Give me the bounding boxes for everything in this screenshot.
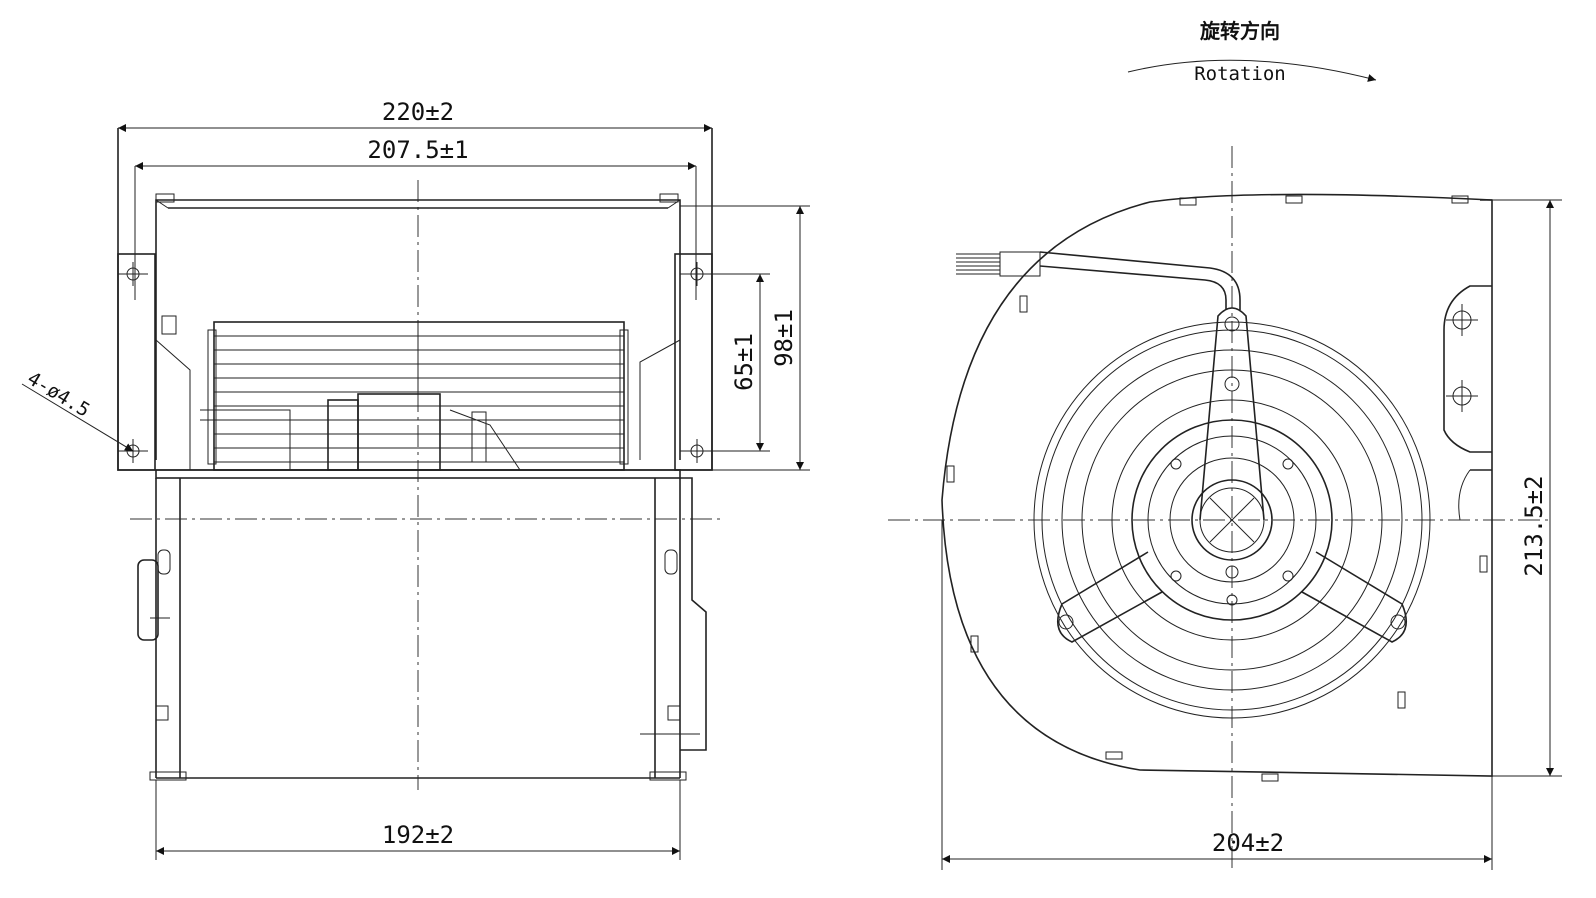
scroll-housing xyxy=(941,193,1493,777)
dim-mounting-holes: 4-ø4.5 xyxy=(23,367,93,421)
dim-front-height: 213.5±2 xyxy=(1520,475,1548,576)
housing-body xyxy=(137,469,707,781)
mounting-hole-marks xyxy=(118,262,712,463)
rotation-label-cn: 旋转方向 xyxy=(1199,19,1280,43)
side-view: 220±2 207.5±1 192±2 65±1 98±1 4-ø4.5 xyxy=(21,98,810,860)
front-view: 旋转方向 Rotation 204±2 213.5±2 xyxy=(888,19,1562,870)
mounting-bracket xyxy=(1443,285,1492,453)
dim-hole-spacing-small: 65±1 xyxy=(730,333,758,391)
dim-flange-width: 207.5±1 xyxy=(367,136,468,164)
rotation-label-en: Rotation xyxy=(1194,63,1286,85)
dim-front-width: 204±2 xyxy=(1212,829,1284,857)
dim-overall-width: 220±2 xyxy=(382,98,454,126)
cable xyxy=(956,251,1241,310)
rim-clips xyxy=(946,195,1488,782)
dim-hole-spacing-large: 98±1 xyxy=(770,309,798,367)
support-arms xyxy=(1056,307,1408,643)
dim-housing-width: 192±2 xyxy=(382,821,454,849)
motor-screw-holes xyxy=(1170,458,1294,606)
